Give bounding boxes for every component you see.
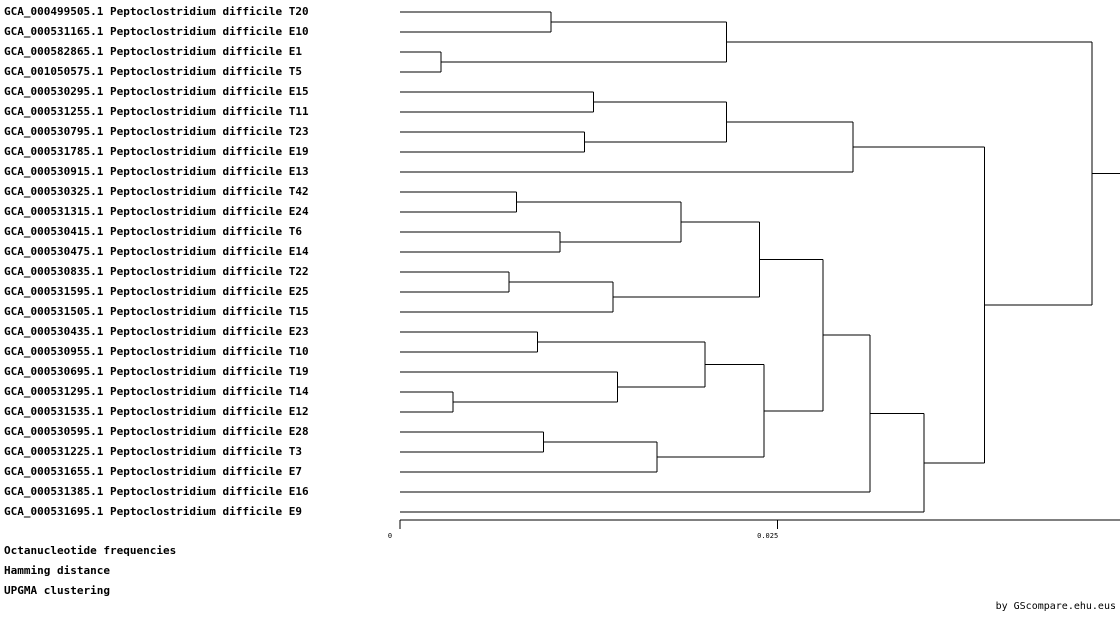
leaf-label: GCA_000531315.1 Peptoclostridium diffici… (4, 205, 309, 218)
leaf-label: GCA_000530915.1 Peptoclostridium diffici… (4, 165, 309, 178)
leaf-label: GCA_000530435.1 Peptoclostridium diffici… (4, 325, 309, 338)
leaf-label: GCA_000531785.1 Peptoclostridium diffici… (4, 145, 309, 158)
method-features: Octanucleotide frequencies (4, 544, 177, 557)
leaf-label: GCA_000530835.1 Peptoclostridium diffici… (4, 265, 309, 278)
method-distance: Hamming distance (4, 564, 110, 577)
leaf-label: GCA_000582865.1 Peptoclostridium diffici… (4, 45, 303, 58)
leaf-label: GCA_000531295.1 Peptoclostridium diffici… (4, 385, 309, 398)
leaf-label: GCA_000530595.1 Peptoclostridium diffici… (4, 425, 309, 438)
leaf-label: GCA_000531595.1 Peptoclostridium diffici… (4, 285, 309, 298)
leaf-label: GCA_000530415.1 Peptoclostridium diffici… (4, 225, 303, 238)
leaf-label: GCA_000531695.1 Peptoclostridium diffici… (4, 505, 303, 518)
axis-tick-label: 0.025 (757, 532, 778, 540)
leaf-label: GCA_000531165.1 Peptoclostridium diffici… (4, 25, 309, 38)
leaf-label: GCA_000530295.1 Peptoclostridium diffici… (4, 85, 309, 98)
leaf-label: GCA_000530795.1 Peptoclostridium diffici… (4, 125, 309, 138)
leaf-label: GCA_000530695.1 Peptoclostridium diffici… (4, 365, 309, 378)
axis-tick-label: 0 (388, 532, 392, 540)
leaf-label: GCA_000530325.1 Peptoclostridium diffici… (4, 185, 309, 198)
leaf-label: GCA_000499505.1 Peptoclostridium diffici… (4, 5, 309, 18)
leaf-label: GCA_000531505.1 Peptoclostridium diffici… (4, 305, 309, 318)
leaf-label: GCA_000531255.1 Peptoclostridium diffici… (4, 105, 309, 118)
leaf-label: GCA_000531655.1 Peptoclostridium diffici… (4, 465, 303, 478)
leaf-label: GCA_000530955.1 Peptoclostridium diffici… (4, 345, 309, 358)
leaf-label: GCA_000531385.1 Peptoclostridium diffici… (4, 485, 309, 498)
leaf-label: GCA_000530475.1 Peptoclostridium diffici… (4, 245, 309, 258)
site-credit: by GScompare.ehu.eus (995, 601, 1116, 612)
leaf-label: GCA_000531535.1 Peptoclostridium diffici… (4, 405, 309, 418)
method-clustering: UPGMA clustering (4, 584, 110, 597)
leaf-label: GCA_001050575.1 Peptoclostridium diffici… (4, 65, 303, 78)
leaf-label: GCA_000531225.1 Peptoclostridium diffici… (4, 445, 303, 458)
